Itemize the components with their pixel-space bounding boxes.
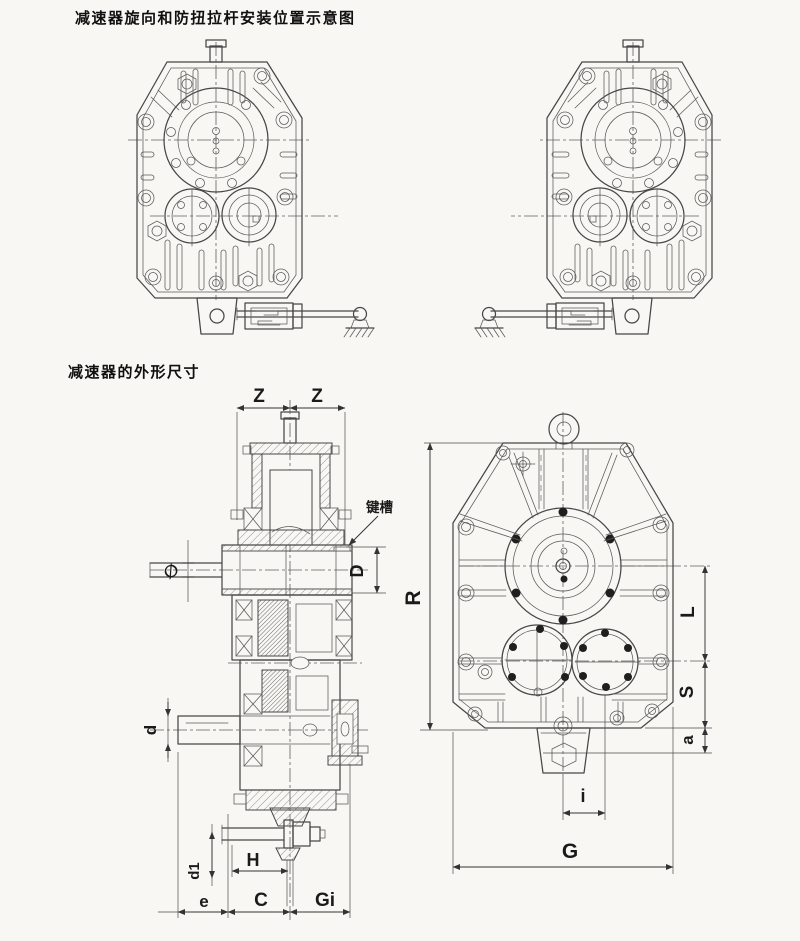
- dim-label-Gi: Gi: [315, 890, 335, 911]
- figure-cross-section: Z Z 键槽 D ∅ d d1 H: [141, 386, 393, 922]
- figure-outline-front: R L S a i G: [402, 412, 712, 874]
- outline-dimensions: R L S a i G: [402, 442, 712, 874]
- dim-label-Z-right: Z: [311, 386, 323, 407]
- dim-label-S: S: [677, 686, 698, 699]
- figure-reducer-front-right: [475, 40, 721, 337]
- dim-label-a: a: [678, 735, 697, 745]
- dim-label-H: H: [247, 850, 260, 870]
- dim-label-R: R: [402, 590, 425, 605]
- dim-label-Z-left: Z: [253, 386, 265, 407]
- dimensions-section-title: 减速器的外形尺寸: [68, 363, 200, 381]
- cross-section-dimensions: Z Z 键槽 D ∅ d d1 H: [141, 386, 393, 918]
- figure-reducer-front-left: [128, 40, 374, 337]
- dim-label-G: G: [562, 840, 578, 863]
- dim-label-e: e: [199, 892, 208, 911]
- dim-label-d: d: [141, 725, 160, 735]
- keyway-label: 键槽: [365, 499, 393, 515]
- dim-label-C: C: [254, 890, 268, 911]
- dim-label-i: i: [580, 786, 585, 806]
- rotation-section-title: 减速器旋向和防扭拉杆安装位置示意图: [75, 9, 356, 27]
- dim-label-D: D: [347, 565, 367, 578]
- dim-label-d1: d1: [186, 862, 203, 880]
- dim-label-L: L: [678, 606, 699, 618]
